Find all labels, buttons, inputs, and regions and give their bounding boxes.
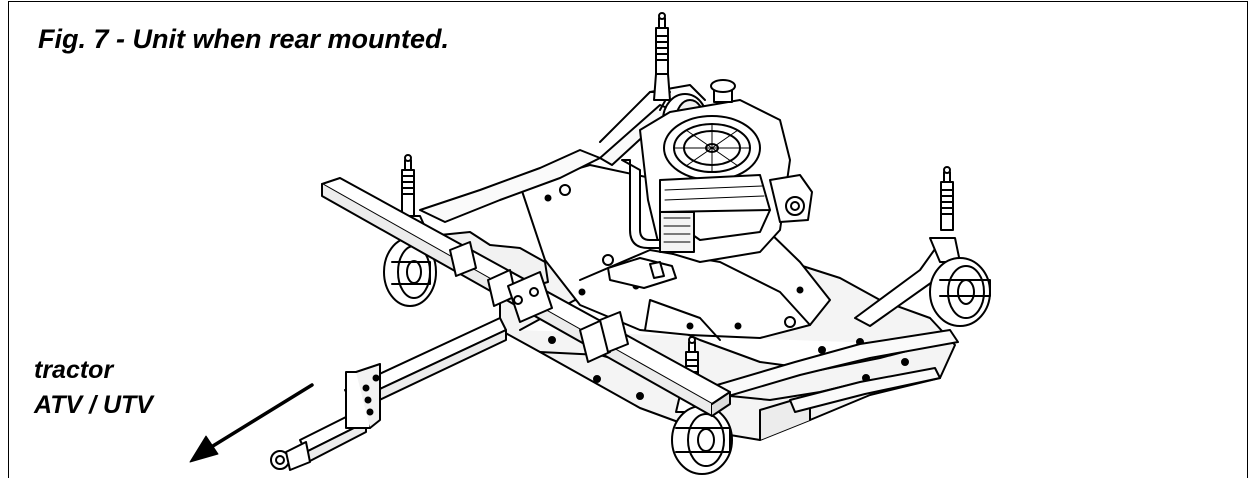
left-caster-post bbox=[401, 154, 415, 217]
frame-border-left bbox=[8, 1, 9, 478]
figure-caption: Fig. 7 - Unit when rear mounted. bbox=[38, 24, 450, 54]
arrow-down-left-icon bbox=[189, 383, 314, 463]
engine bbox=[607, 79, 813, 289]
frame-border-top bbox=[8, 1, 1248, 2]
tongue-drawbar bbox=[270, 317, 507, 471]
direction-label-atv-utv: ATV / UTV bbox=[34, 391, 153, 419]
hitch-bar bbox=[321, 177, 731, 417]
direction-label-tractor: tractor bbox=[34, 356, 114, 384]
frame-border-right bbox=[1247, 1, 1248, 478]
right-caster bbox=[854, 166, 991, 327]
rear-roller bbox=[699, 329, 959, 413]
